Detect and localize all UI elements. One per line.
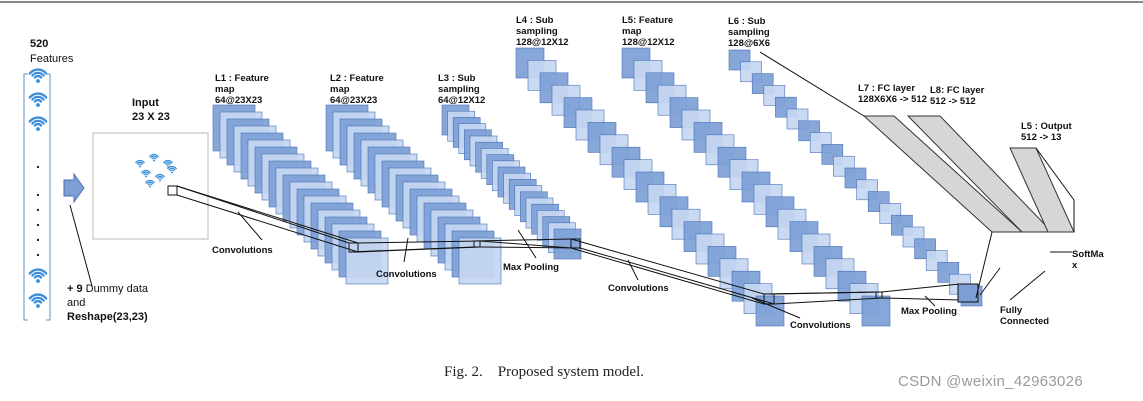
ellipsis-dot: . [36, 243, 40, 259]
pointer-line [69, 204, 93, 287]
and-label: and [67, 297, 86, 309]
projection-line [773, 297, 883, 305]
op-fully-connected: Fully Connected [1000, 305, 1050, 327]
layer-label-l3: L3 : Sub sampling 64@12X12 [438, 73, 486, 106]
ellipsis-dot: . [36, 155, 40, 171]
op-convolutions-4: Convolutions [790, 320, 851, 331]
wifi-icon [28, 293, 48, 308]
projection-line [1035, 147, 1075, 201]
pointer-line [517, 229, 537, 259]
pointer-line [924, 295, 936, 307]
pointer-line [627, 259, 639, 281]
projection-line [357, 246, 481, 253]
final-map-box [957, 283, 979, 303]
op-convolutions-1: Convolutions [212, 245, 273, 256]
op-convolutions-2: Convolutions [376, 269, 437, 280]
wifi-icon [155, 173, 165, 182]
op-softmax: SoftMa x [1072, 249, 1104, 271]
watermark: CSDN @weixin_42963026 [898, 373, 1083, 390]
wifi-icon [145, 179, 155, 188]
layer-label-l7: L7 : FC layer 128X6X6 -> 512 [858, 83, 927, 105]
op-max-pooling-2: Max Pooling [901, 306, 957, 317]
ellipsis-dot: . [36, 198, 40, 214]
projection-line [881, 283, 961, 293]
wifi-icon [28, 92, 48, 107]
feature-map-l4 [755, 295, 785, 327]
input-size: 23 X 23 [132, 111, 170, 123]
projection-line [473, 238, 572, 242]
layer-label-l8: L8: FC layer 512 -> 512 [930, 85, 985, 107]
features-bracket [46, 73, 51, 321]
wifi-icon [28, 268, 48, 283]
wifi-icon [149, 153, 159, 162]
pointer-line [237, 211, 263, 241]
feature-map-l5 [861, 295, 891, 327]
projection-line [176, 194, 359, 253]
projection-line [881, 297, 961, 301]
projection-line [570, 247, 765, 305]
ellipsis-dot: . [36, 228, 40, 244]
layer-label-l1: L1 : Feature map 64@23X23 [215, 73, 269, 106]
feature-map-l3 [553, 228, 582, 260]
layer-label-l4: L4 : Sub sampling 128@12X12 [516, 15, 569, 48]
pointer-line [1009, 270, 1046, 301]
projection-line [773, 291, 883, 295]
features-bracket [23, 73, 28, 321]
ellipsis-dot: . [36, 213, 40, 229]
projection-line [570, 238, 765, 295]
layer-label-l2: L2 : Feature map 64@23X23 [330, 73, 384, 106]
wifi-icon [141, 169, 151, 178]
reshape-label: Reshape(23,23) [67, 311, 148, 323]
projection-line [176, 185, 359, 244]
features-count: 520 [30, 38, 49, 50]
op-max-pooling-1: Max Pooling [503, 262, 559, 273]
layer-label-output: L5 : Output 512 -> 13 [1021, 121, 1072, 143]
input-arrow-icon [63, 172, 85, 204]
features-label: Features [30, 53, 74, 65]
wifi-icon [28, 68, 48, 83]
projection-line [975, 231, 993, 299]
layer-label-l6: L6 : Sub sampling 128@6X6 [728, 16, 771, 49]
pointer-line [751, 297, 801, 319]
figure-caption: Fig. 2. Proposed system model. [444, 364, 645, 380]
input-title: Input [132, 97, 159, 109]
projection-line [579, 247, 775, 305]
projection-line [479, 240, 572, 249]
wifi-icon [167, 165, 177, 174]
pointer-line [403, 237, 409, 263]
projection-line [759, 51, 865, 117]
wifi-icon [135, 159, 145, 168]
layer-label-l5: L5: Feature map 128@12X12 [622, 15, 675, 48]
ellipsis-dot: . [36, 183, 40, 199]
receptive-field-box [167, 185, 178, 196]
wifi-icon [28, 116, 48, 131]
feature-map-l1 [345, 237, 389, 285]
op-convolutions-3: Convolutions [608, 283, 669, 294]
dummy-data-note: + 9 Dummy data [67, 283, 149, 295]
wifi-icon [163, 159, 173, 168]
projection-line [357, 240, 481, 244]
pointer-line [979, 267, 1001, 296]
